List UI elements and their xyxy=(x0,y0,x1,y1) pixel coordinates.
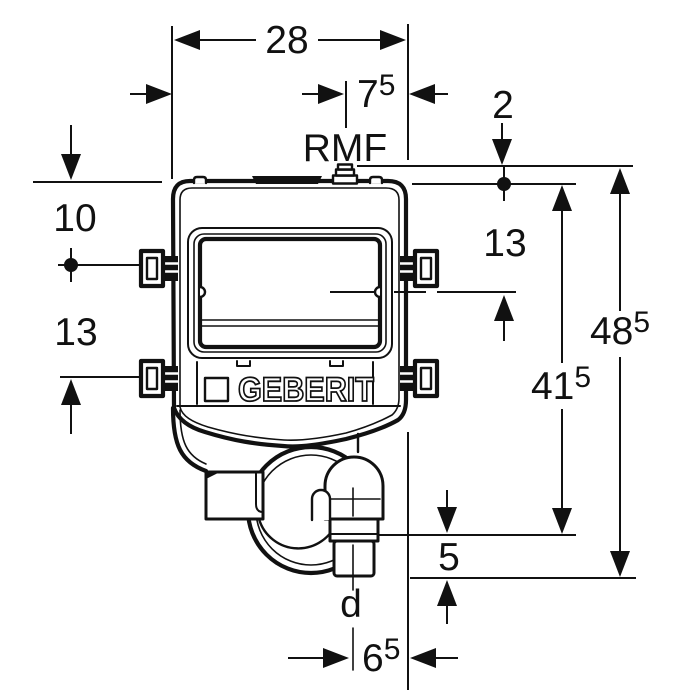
dim-total-height: 485 xyxy=(410,168,650,579)
dim-label-2: 2 xyxy=(492,84,514,127)
outlet-diameter-label: d xyxy=(340,583,362,626)
inlet-block-wedge xyxy=(206,472,220,479)
dim-label-41-5: 415 xyxy=(531,361,591,408)
window-notch-right xyxy=(373,285,382,299)
window-notch-left xyxy=(198,285,207,299)
outlet-coupling xyxy=(328,517,380,543)
brand-logo: GEBERIT xyxy=(238,371,374,409)
dim-right-13: 13 xyxy=(330,222,527,341)
wall-bracket-bottom-right xyxy=(400,358,440,399)
window-frame-mid xyxy=(193,233,387,353)
dim-label-48-5: 485 xyxy=(590,306,650,353)
dim-rmf-offset: 75 xyxy=(130,69,448,128)
outlet-dome xyxy=(323,455,385,521)
dim-label-28: 28 xyxy=(265,19,308,62)
rmf-label: RMF xyxy=(303,127,387,170)
panel-clip-right xyxy=(329,360,344,367)
panel-clip-left xyxy=(236,360,251,367)
top-tab-left xyxy=(192,175,208,185)
top-tab-right xyxy=(368,175,384,185)
dim-mid-height: 415 xyxy=(377,185,591,536)
top-strip xyxy=(252,176,322,184)
inlet-block-slot xyxy=(255,471,264,513)
skirt-left-inner xyxy=(179,409,207,465)
p-trap xyxy=(170,405,385,578)
front-panel: GEBERIT xyxy=(176,360,401,410)
dimension-annotations: 28 75 2 13 xyxy=(33,19,650,690)
dim-outlet-bottom: d 65 xyxy=(288,487,458,680)
outlet-pipe xyxy=(332,539,376,578)
access-window xyxy=(187,227,393,359)
dim-label-10: 10 xyxy=(53,197,96,240)
trap-notch xyxy=(310,488,332,522)
inlet-block xyxy=(204,470,265,521)
wall-bracket-top-left xyxy=(138,248,178,289)
window-frame-outer xyxy=(187,227,393,359)
dim-top-offset: 2 xyxy=(357,84,633,201)
dim-label-7-5: 75 xyxy=(357,69,395,116)
dim-label-6-5: 65 xyxy=(362,633,400,680)
wall-bracket-bottom-left xyxy=(138,358,178,399)
dim-overall-width: 28 xyxy=(174,19,406,62)
cistern-shell-inner xyxy=(179,187,400,441)
dim-label-left-13: 13 xyxy=(54,311,97,354)
rmf-connector xyxy=(331,163,359,185)
dim-label-right-13: 13 xyxy=(483,222,526,265)
dim-outlet-height: 5 xyxy=(437,490,460,624)
skirt-left-outer xyxy=(170,405,209,474)
dim-left-side: 10 13 xyxy=(33,125,162,434)
wall-bracket-top-right xyxy=(400,248,440,289)
logo-square xyxy=(203,376,230,403)
dim-label-5: 5 xyxy=(438,536,460,579)
